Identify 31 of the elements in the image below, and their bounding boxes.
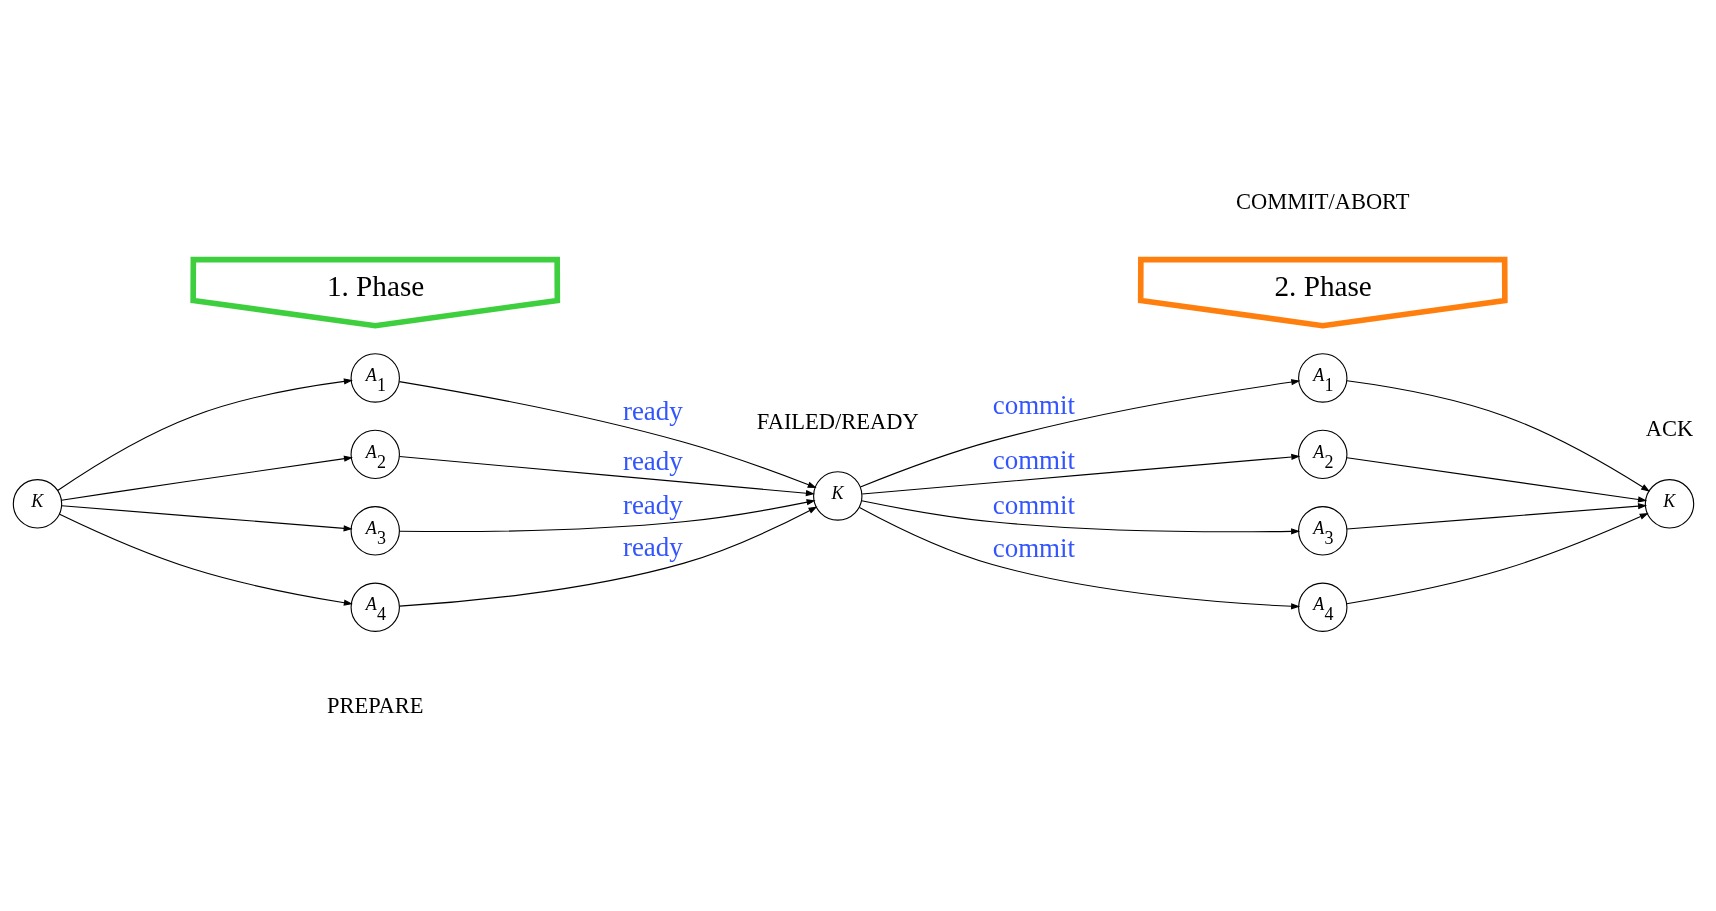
- arrow: [60, 455, 353, 501]
- arrow: [1346, 513, 1649, 605]
- arrow: [861, 500, 1301, 535]
- arrow: [398, 381, 817, 488]
- label: PREPARE: [326, 692, 424, 718]
- edge-label: commit: [992, 490, 1076, 521]
- arrow: [399, 499, 816, 533]
- arrow: [398, 455, 815, 497]
- arrow: [1346, 503, 1648, 530]
- arrow: [1346, 380, 1651, 492]
- arrow: [398, 506, 818, 607]
- arrow: [859, 379, 1301, 488]
- edge-label: ready: [622, 446, 683, 477]
- label: COMMIT/ABORT: [1236, 189, 1410, 215]
- edge-label: ready: [622, 490, 683, 521]
- edge-label: commit: [992, 390, 1076, 421]
- edge-label: commit: [992, 532, 1076, 563]
- edge-label: ready: [622, 395, 683, 426]
- label: ACK: [1645, 416, 1694, 442]
- edge-label: commit: [992, 445, 1076, 476]
- arrow: [59, 513, 353, 606]
- arrow: [858, 506, 1301, 610]
- node-circle: K: [12, 479, 63, 529]
- node-circle: K: [813, 471, 863, 521]
- label: FAILED/READY: [756, 408, 919, 434]
- arrow: [57, 378, 353, 491]
- edge-label: ready: [622, 531, 683, 562]
- node-circle: K: [1644, 479, 1695, 529]
- arrow: [61, 505, 353, 532]
- arrow: [1346, 457, 1648, 503]
- arrow: [861, 453, 1301, 495]
